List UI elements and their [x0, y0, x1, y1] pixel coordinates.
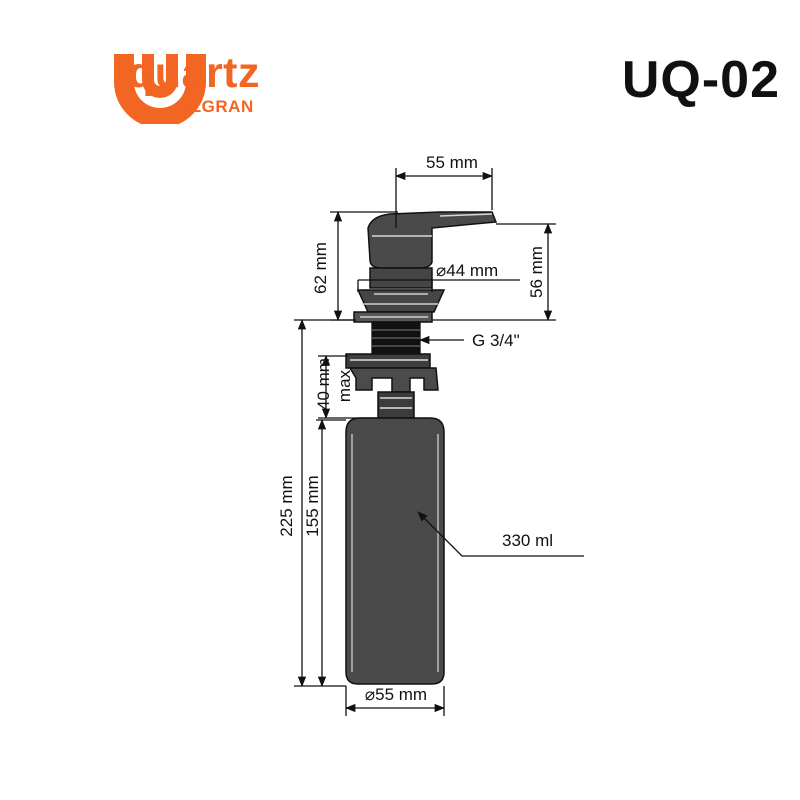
dispenser-body — [353, 267, 446, 323]
label-countertop-max: 40 mm — [314, 358, 333, 410]
label-max: max — [335, 369, 354, 402]
dispenser-lever — [367, 211, 498, 269]
dim-countertop-max — [318, 354, 380, 420]
brand-subname: ULGRAN — [178, 97, 254, 116]
brand-logo — [114, 54, 206, 124]
dim-spout-height — [432, 222, 556, 322]
label-thread: G 3/4" — [472, 331, 520, 350]
dim-flange-diameter — [357, 279, 520, 292]
label-bottle-volume: 330 ml — [502, 531, 553, 550]
label-spout-height: 56 mm — [527, 246, 546, 298]
soap-bottle — [345, 417, 445, 685]
volume-leader — [417, 511, 584, 557]
mounting-nut — [345, 353, 439, 419]
dim-lever-length — [394, 168, 494, 228]
dim-bottle-diameter — [344, 686, 446, 716]
threaded-shank — [371, 321, 421, 357]
label-bottle-diameter: ⌀55 mm — [365, 685, 427, 704]
label-head-height: 62 mm — [311, 242, 330, 294]
label-lever-length: 55 mm — [426, 153, 478, 172]
dim-bottle-height — [316, 418, 346, 688]
model-number: UQ-02 — [621, 51, 780, 109]
label-flange-diameter: ⌀44 mm — [436, 261, 498, 280]
label-bottle-height: 155 mm — [303, 475, 322, 536]
label-overall-length: 225 mm — [277, 475, 296, 536]
ulgran-u-logo-icon — [114, 54, 206, 124]
brand-name: quartz — [128, 49, 260, 97]
